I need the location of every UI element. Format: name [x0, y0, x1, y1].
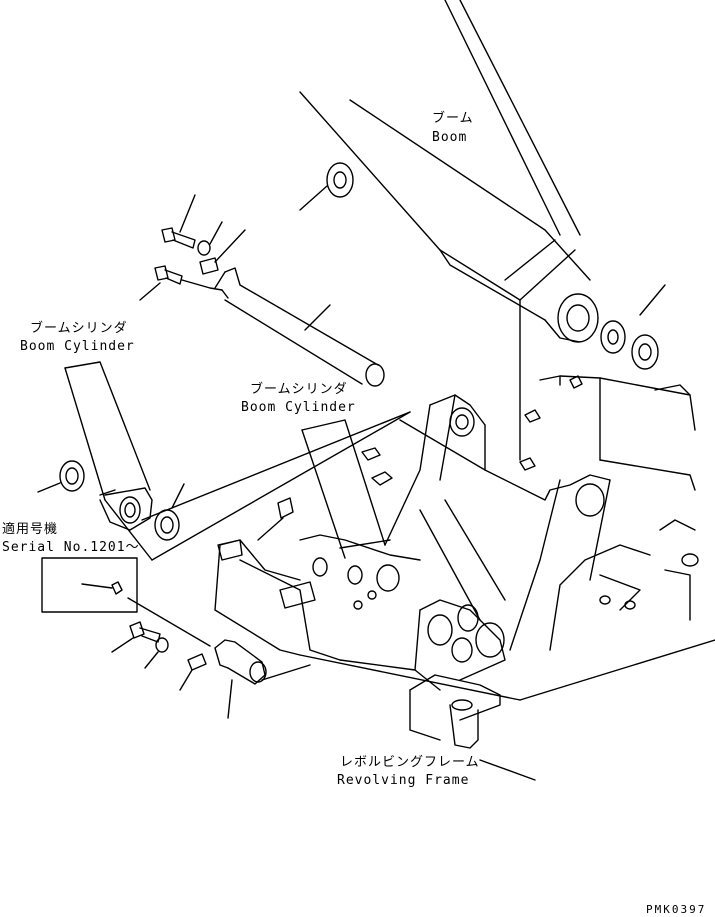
serial-label-jp: 適用号機 — [2, 521, 58, 537]
boom-cylinder-head-pin — [214, 267, 385, 387]
washer-left — [37, 460, 85, 493]
washer-upper — [197, 221, 223, 256]
boom-cylinder-left-label-jp: ブームシリンダ — [30, 320, 128, 336]
boom-cylinder-left-label-en: Boom Cylinder — [20, 339, 135, 354]
washer-lower — [144, 637, 169, 669]
boom-label-jp: ブーム — [432, 110, 474, 126]
washer-left-2 — [154, 483, 185, 541]
bolt-lower — [111, 621, 161, 653]
boom-pin-washer-left — [299, 162, 354, 211]
boom-cylinder-center — [301, 419, 391, 559]
boom-label-en: Boom — [432, 130, 467, 145]
bolt-upper — [161, 194, 196, 249]
boom-cylinder-center-label-jp: ブームシリンダ — [250, 381, 348, 397]
boom-cylinder-left — [64, 361, 153, 531]
drawing-code: PMK0397 — [646, 903, 706, 916]
boom-cylinder-center-label-en: Boom Cylinder — [241, 400, 356, 415]
serial-label-en: Serial No.1201～ — [2, 540, 140, 555]
lock-plate-upper — [199, 229, 246, 275]
serial-box — [41, 557, 138, 613]
boom-cylinder-foot-pin — [214, 639, 311, 719]
revolving-frame-label-en: Revolving Frame — [337, 773, 469, 788]
lock-plate-lower — [179, 653, 207, 691]
revolving-frame-label-jp: レボルビングフレーム — [340, 755, 480, 770]
boom — [299, 0, 599, 461]
revolving-frame — [214, 375, 715, 781]
boom-pin-washers-right — [600, 284, 666, 370]
bolt-middle — [139, 265, 223, 301]
